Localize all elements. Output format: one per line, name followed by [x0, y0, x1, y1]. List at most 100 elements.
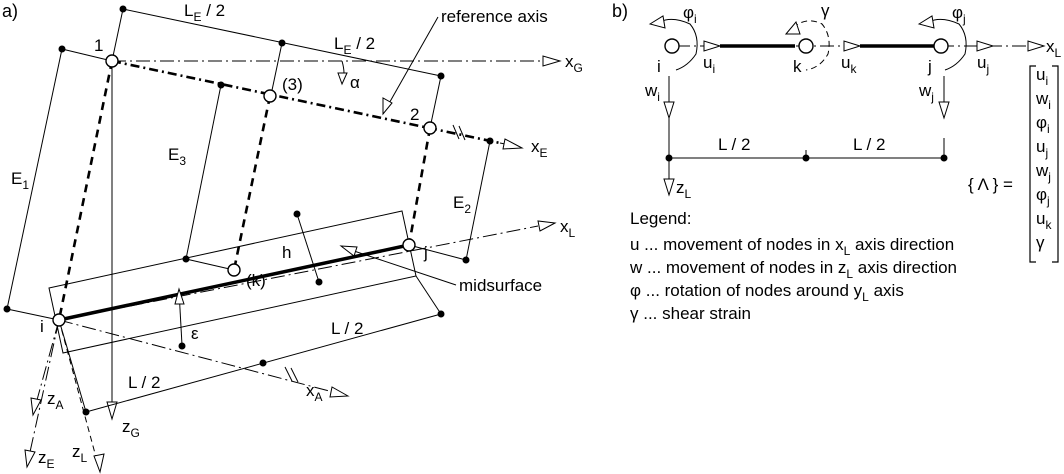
b-gamma-arc [792, 20, 830, 71]
b-legend-row: γ ... shear strain [630, 304, 751, 323]
e1-ext-top [61, 48, 113, 62]
panel-a-label: a) [2, 1, 18, 21]
panel-b-label: b) [612, 1, 628, 21]
b-xl-arrowhead [1027, 40, 1046, 52]
reference-axis-leader-head [382, 97, 393, 116]
h-dot-top [293, 210, 301, 218]
za-label: zA [47, 389, 64, 412]
e3-ext-bottom [185, 258, 235, 271]
l-half-label-2: L / 2 [331, 319, 363, 338]
connector-3-k [232, 95, 272, 271]
midsurface-label: midsurface [459, 276, 542, 295]
l-dot-right [437, 310, 445, 318]
le-dot-3 [437, 72, 445, 80]
midsurface-leader [344, 247, 457, 286]
za-arrowhead [30, 397, 42, 417]
b-uj-arrowhead [976, 40, 995, 52]
b-vector-lhs: { Λ } = [968, 175, 1013, 194]
za-axis-line [36, 319, 60, 401]
b-vector-entry: γ [1036, 233, 1045, 252]
b-legend-row: w ... movement of nodes in zL axis direc… [629, 258, 957, 281]
epsilon-label: ε [191, 324, 199, 343]
epsilon-arrowhead [174, 287, 185, 305]
b-l-dot-right [940, 154, 948, 162]
xa-label: xA [306, 381, 323, 404]
b-zl-label: zL [676, 178, 692, 201]
e1-label: E1 [11, 169, 29, 192]
xl-arrowhead [537, 220, 557, 232]
b-legend-row: φ ... rotation of nodes around yL axis [630, 281, 904, 304]
b-vector-entry: φj [1036, 185, 1050, 208]
b-phi-i-arc [659, 18, 698, 71]
b-vector-entry: wi [1035, 89, 1051, 112]
b-l-half-label-2: L / 2 [853, 135, 885, 154]
h-label: h [282, 243, 291, 262]
b-vector-bracket-left [1029, 65, 1036, 263]
node-1-label: 1 [94, 36, 103, 55]
xl-label: xL [560, 217, 576, 240]
alpha-arrowhead [337, 72, 348, 86]
epsilon-dot [178, 342, 186, 350]
b-vector-entry: ui [1036, 65, 1048, 88]
e1-dot-top [58, 45, 66, 53]
b-wj-arrowhead [938, 101, 950, 120]
xe-label: xE [531, 137, 548, 160]
b-uj-label: uj [977, 53, 989, 76]
e1-dot-bottom [3, 305, 11, 313]
l-dot-left [82, 408, 90, 416]
ze-label: zE [38, 448, 55, 471]
e3-label: E3 [168, 145, 186, 168]
b-phi-i-label: φi [683, 3, 697, 26]
b-ui-label: ui [703, 53, 715, 76]
b-vector-bracket-right [1052, 65, 1059, 263]
le-dot-2 [278, 39, 286, 47]
le-half-label-2: LE / 2 [334, 34, 375, 57]
b-gamma-arrowhead [784, 20, 801, 35]
xa-break-1 [284, 366, 293, 382]
zl-label: zL [72, 442, 88, 465]
b-vector-entry: φi [1036, 113, 1050, 136]
zg-label: zG [122, 417, 140, 440]
b-node-k [798, 38, 814, 54]
e2-label: E2 [453, 193, 471, 216]
e2-dot-bottom [462, 256, 470, 264]
l-ext-left [58, 319, 87, 413]
xa-arrowhead [329, 386, 350, 398]
e3-dot-bottom [182, 255, 190, 263]
b-node-j [933, 38, 949, 54]
midsurface-leader-head [339, 245, 358, 257]
b-legend-title: Legend: [630, 209, 691, 228]
node-2-label: 2 [410, 105, 419, 124]
h-dimension-line [296, 213, 320, 283]
le-ext-3 [270, 42, 283, 96]
b-gamma-label: γ [821, 1, 830, 20]
e3-dimension-line [185, 84, 222, 260]
alpha-label: α [350, 73, 360, 92]
b-wi-label: wi [644, 81, 660, 104]
node-3 [263, 89, 277, 103]
l-half-label-1: L / 2 [128, 373, 160, 392]
l-ext-right [415, 275, 442, 315]
node-3-label: (3) [282, 75, 303, 94]
node-1 [105, 54, 119, 68]
b-vector-entry: uk [1036, 209, 1052, 232]
b-legend-row: u ... movement of nodes in xL axis direc… [630, 235, 954, 258]
e2-dot-top [486, 137, 494, 145]
le-half-label-1: LE / 2 [184, 1, 225, 24]
b-phi-j-arrowhead [917, 15, 935, 29]
xe-break-1 [452, 124, 460, 140]
zg-arrowhead [106, 401, 118, 421]
b-node-i [664, 38, 680, 54]
node-k-label: (k) [246, 271, 266, 290]
xe-arrowhead [502, 138, 524, 150]
b-wj-label: wj [918, 81, 934, 104]
node-2 [423, 121, 437, 135]
h-dot-bottom [315, 278, 323, 286]
reference-axis-leader [382, 16, 439, 115]
node-j [402, 238, 416, 252]
b-vector-entry: wj [1035, 161, 1051, 184]
connector-1-i [57, 60, 114, 321]
